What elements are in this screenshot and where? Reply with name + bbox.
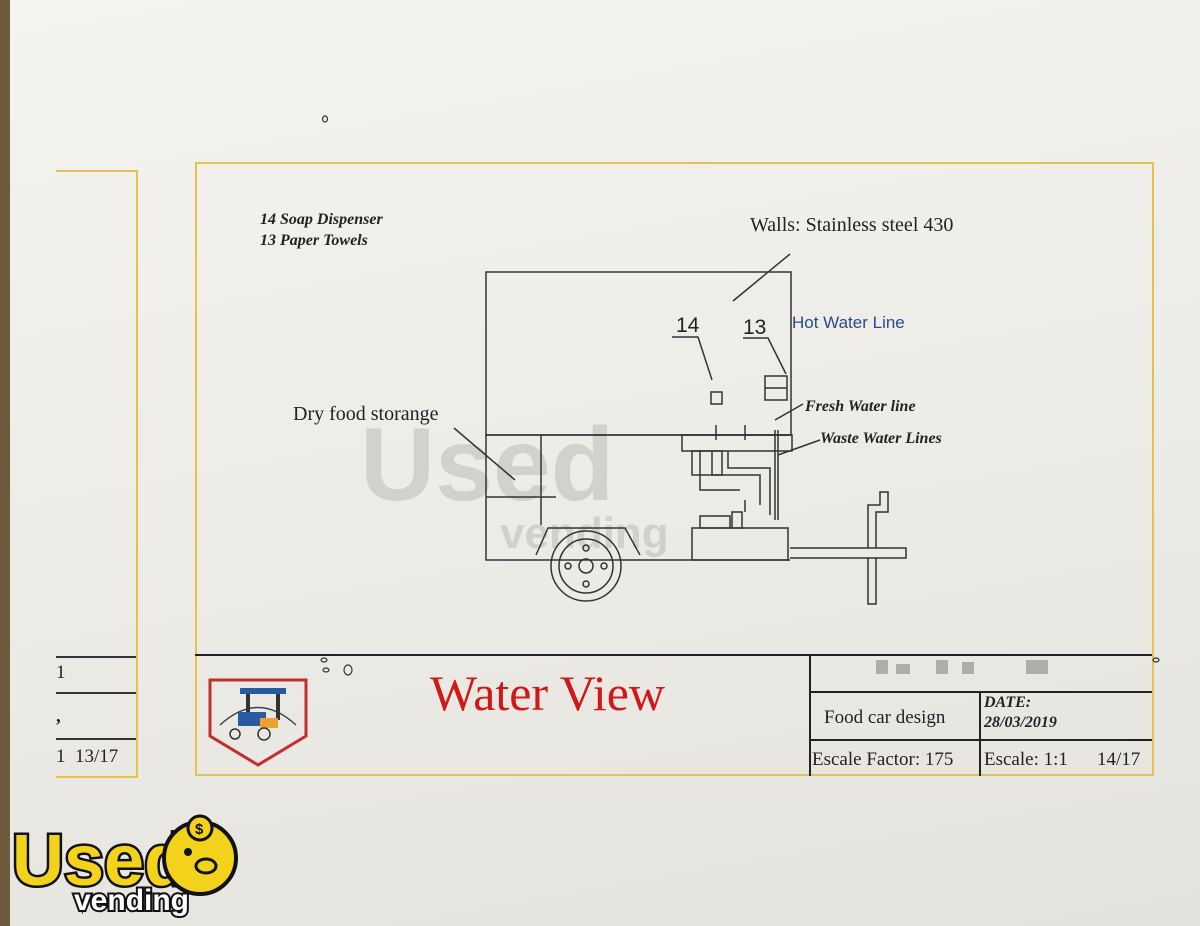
- svg-text:Used: Used: [12, 821, 188, 901]
- prev-sheet-page: 1 13/17: [56, 746, 119, 767]
- callout-dry-food: Dry food storange: [293, 403, 439, 425]
- sink-outline: [681, 434, 793, 452]
- svg-text:Used: Used: [360, 407, 614, 523]
- callout-hot-water: Hot Water Line: [792, 313, 905, 332]
- company-logo: [208, 678, 308, 767]
- design-name: Food car design: [824, 707, 946, 728]
- drawing-title: Water View: [430, 665, 666, 721]
- prev-sheet-row2: ,: [56, 706, 61, 727]
- date-label: DATE:: [984, 694, 1032, 711]
- legend-paper-towels: 13 Paper Towels: [260, 232, 368, 249]
- legend-soap: 14 Soap Dispenser: [260, 211, 383, 228]
- callout-num-14: 14: [676, 314, 700, 337]
- callout-fresh-water: Fresh Water line: [805, 398, 916, 415]
- used-vending-logo: Used $ vending: [10, 814, 238, 919]
- title-block-lines: [195, 654, 1152, 776]
- svg-text:vending: vending: [74, 884, 189, 917]
- paper-sheet: [10, 0, 1200, 926]
- callout-waste-water: Waste Water Lines: [820, 430, 942, 447]
- callout-walls: Walls: Stainless steel 430: [750, 214, 954, 236]
- page-number: 14/17: [1097, 749, 1141, 770]
- svg-text:vending: vending: [500, 509, 669, 558]
- date-value: 28/03/2019: [984, 714, 1057, 731]
- water-tank: [691, 527, 789, 561]
- soap-dispenser-shape: [710, 391, 723, 405]
- scale-factor: Escale Factor: 175: [812, 749, 954, 770]
- redacted-text: [876, 660, 1048, 674]
- center-watermark: Used vending: [360, 407, 669, 558]
- previous-sheet-edge: 1 , 1 13/17: [56, 170, 138, 778]
- drawing-frame: [195, 162, 1154, 776]
- prev-sheet-row1: 1: [56, 662, 66, 683]
- svg-text:$: $: [195, 821, 204, 838]
- callout-num-13: 13: [743, 316, 767, 339]
- scale: Escale: 1:1: [984, 749, 1068, 770]
- wheel-outer: [550, 530, 622, 602]
